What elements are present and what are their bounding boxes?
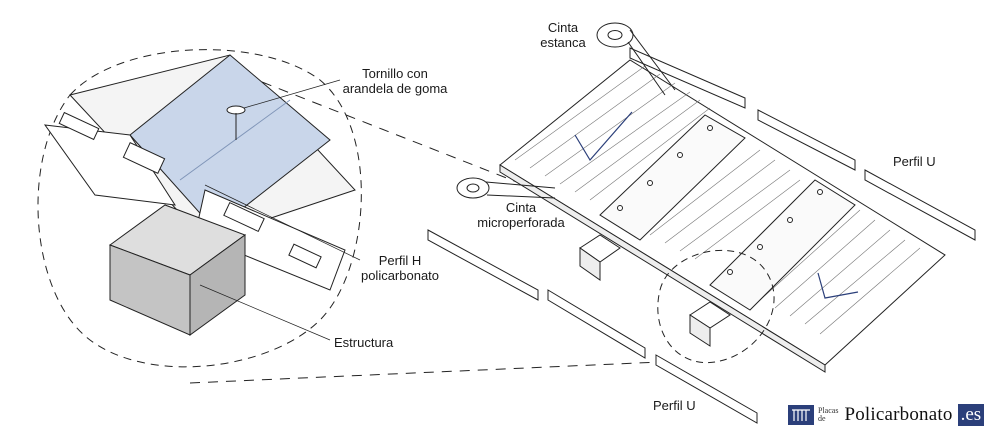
profile-slot-left bbox=[58, 111, 100, 141]
connector-bottom bbox=[189, 361, 661, 384]
logo-brand: Policarbonato bbox=[844, 404, 953, 425]
label-cinta-estanca: Cinta estanca bbox=[528, 20, 598, 50]
panel-ribs bbox=[514, 65, 921, 335]
label-tornillo-line1: Tornillo con bbox=[362, 66, 428, 81]
label-perfil-h-line1: Perfil H bbox=[378, 253, 422, 268]
assembly-view bbox=[427, 22, 976, 424]
assembly-screws bbox=[617, 125, 823, 275]
tape-roll-micro bbox=[456, 177, 556, 199]
label-cinta-micro-line1: Cinta bbox=[505, 200, 537, 215]
label-cinta-estanca-line2: estanca bbox=[540, 35, 586, 50]
label-perfil-u-right: Perfil U bbox=[893, 154, 936, 169]
leader-estructura bbox=[199, 284, 331, 341]
leader-tornillo bbox=[243, 79, 341, 109]
leader-perfil-h bbox=[204, 184, 361, 261]
profile-slot-far bbox=[288, 243, 322, 269]
u-profile-left-2 bbox=[547, 289, 646, 359]
detail-circle bbox=[37, 49, 362, 368]
panel-highlight bbox=[129, 54, 331, 231]
brand-logo: Placas de Policarbonato.es bbox=[788, 404, 985, 426]
u-profile-top bbox=[629, 47, 746, 109]
profile-left-end bbox=[43, 124, 176, 206]
label-tornillo-line2: arandela de goma bbox=[342, 81, 448, 96]
detail-view bbox=[37, 49, 691, 384]
logo-mark-icon bbox=[788, 405, 814, 425]
label-estructura: Estructura bbox=[334, 335, 394, 350]
label-cinta-micro-line2: microperforada bbox=[477, 215, 565, 230]
logo-small-bottom: de bbox=[818, 414, 826, 423]
u-profile-left-1 bbox=[427, 229, 539, 301]
flow-arrow-2 bbox=[817, 272, 859, 299]
logo-small-text: Placas de bbox=[818, 407, 838, 423]
logo-small-top: Placas bbox=[818, 406, 839, 415]
assembly-detail-circle bbox=[657, 249, 775, 364]
label-perfil-h-line2: policarbonato bbox=[360, 268, 440, 283]
u-profile-bottom bbox=[655, 354, 758, 424]
support-1-front bbox=[579, 247, 601, 281]
tape-roll-estanca bbox=[596, 22, 676, 96]
h-profile-2 bbox=[709, 179, 856, 311]
flow-arrow-1 bbox=[574, 111, 633, 162]
label-cinta-micro: Cinta microperforada bbox=[466, 200, 576, 230]
logo-tld: .es bbox=[957, 404, 985, 426]
panel-seam bbox=[179, 99, 291, 181]
support-2-front bbox=[689, 314, 711, 347]
h-profile-1 bbox=[599, 114, 746, 241]
profile-slot-right bbox=[223, 201, 265, 233]
structure-side bbox=[189, 234, 246, 336]
label-tornillo: Tornillo con arandela de goma bbox=[340, 66, 450, 96]
label-perfil-h: Perfil H policarbonato bbox=[355, 253, 445, 283]
u-profile-right bbox=[864, 169, 976, 241]
profile-slot-center bbox=[122, 142, 166, 174]
label-perfil-u-bottom: Perfil U bbox=[653, 398, 696, 413]
panel-front-edge bbox=[499, 164, 826, 373]
label-cinta-estanca-line1: Cinta bbox=[547, 20, 579, 35]
screw-head bbox=[226, 105, 246, 115]
u-profile-mid-top bbox=[757, 109, 856, 171]
